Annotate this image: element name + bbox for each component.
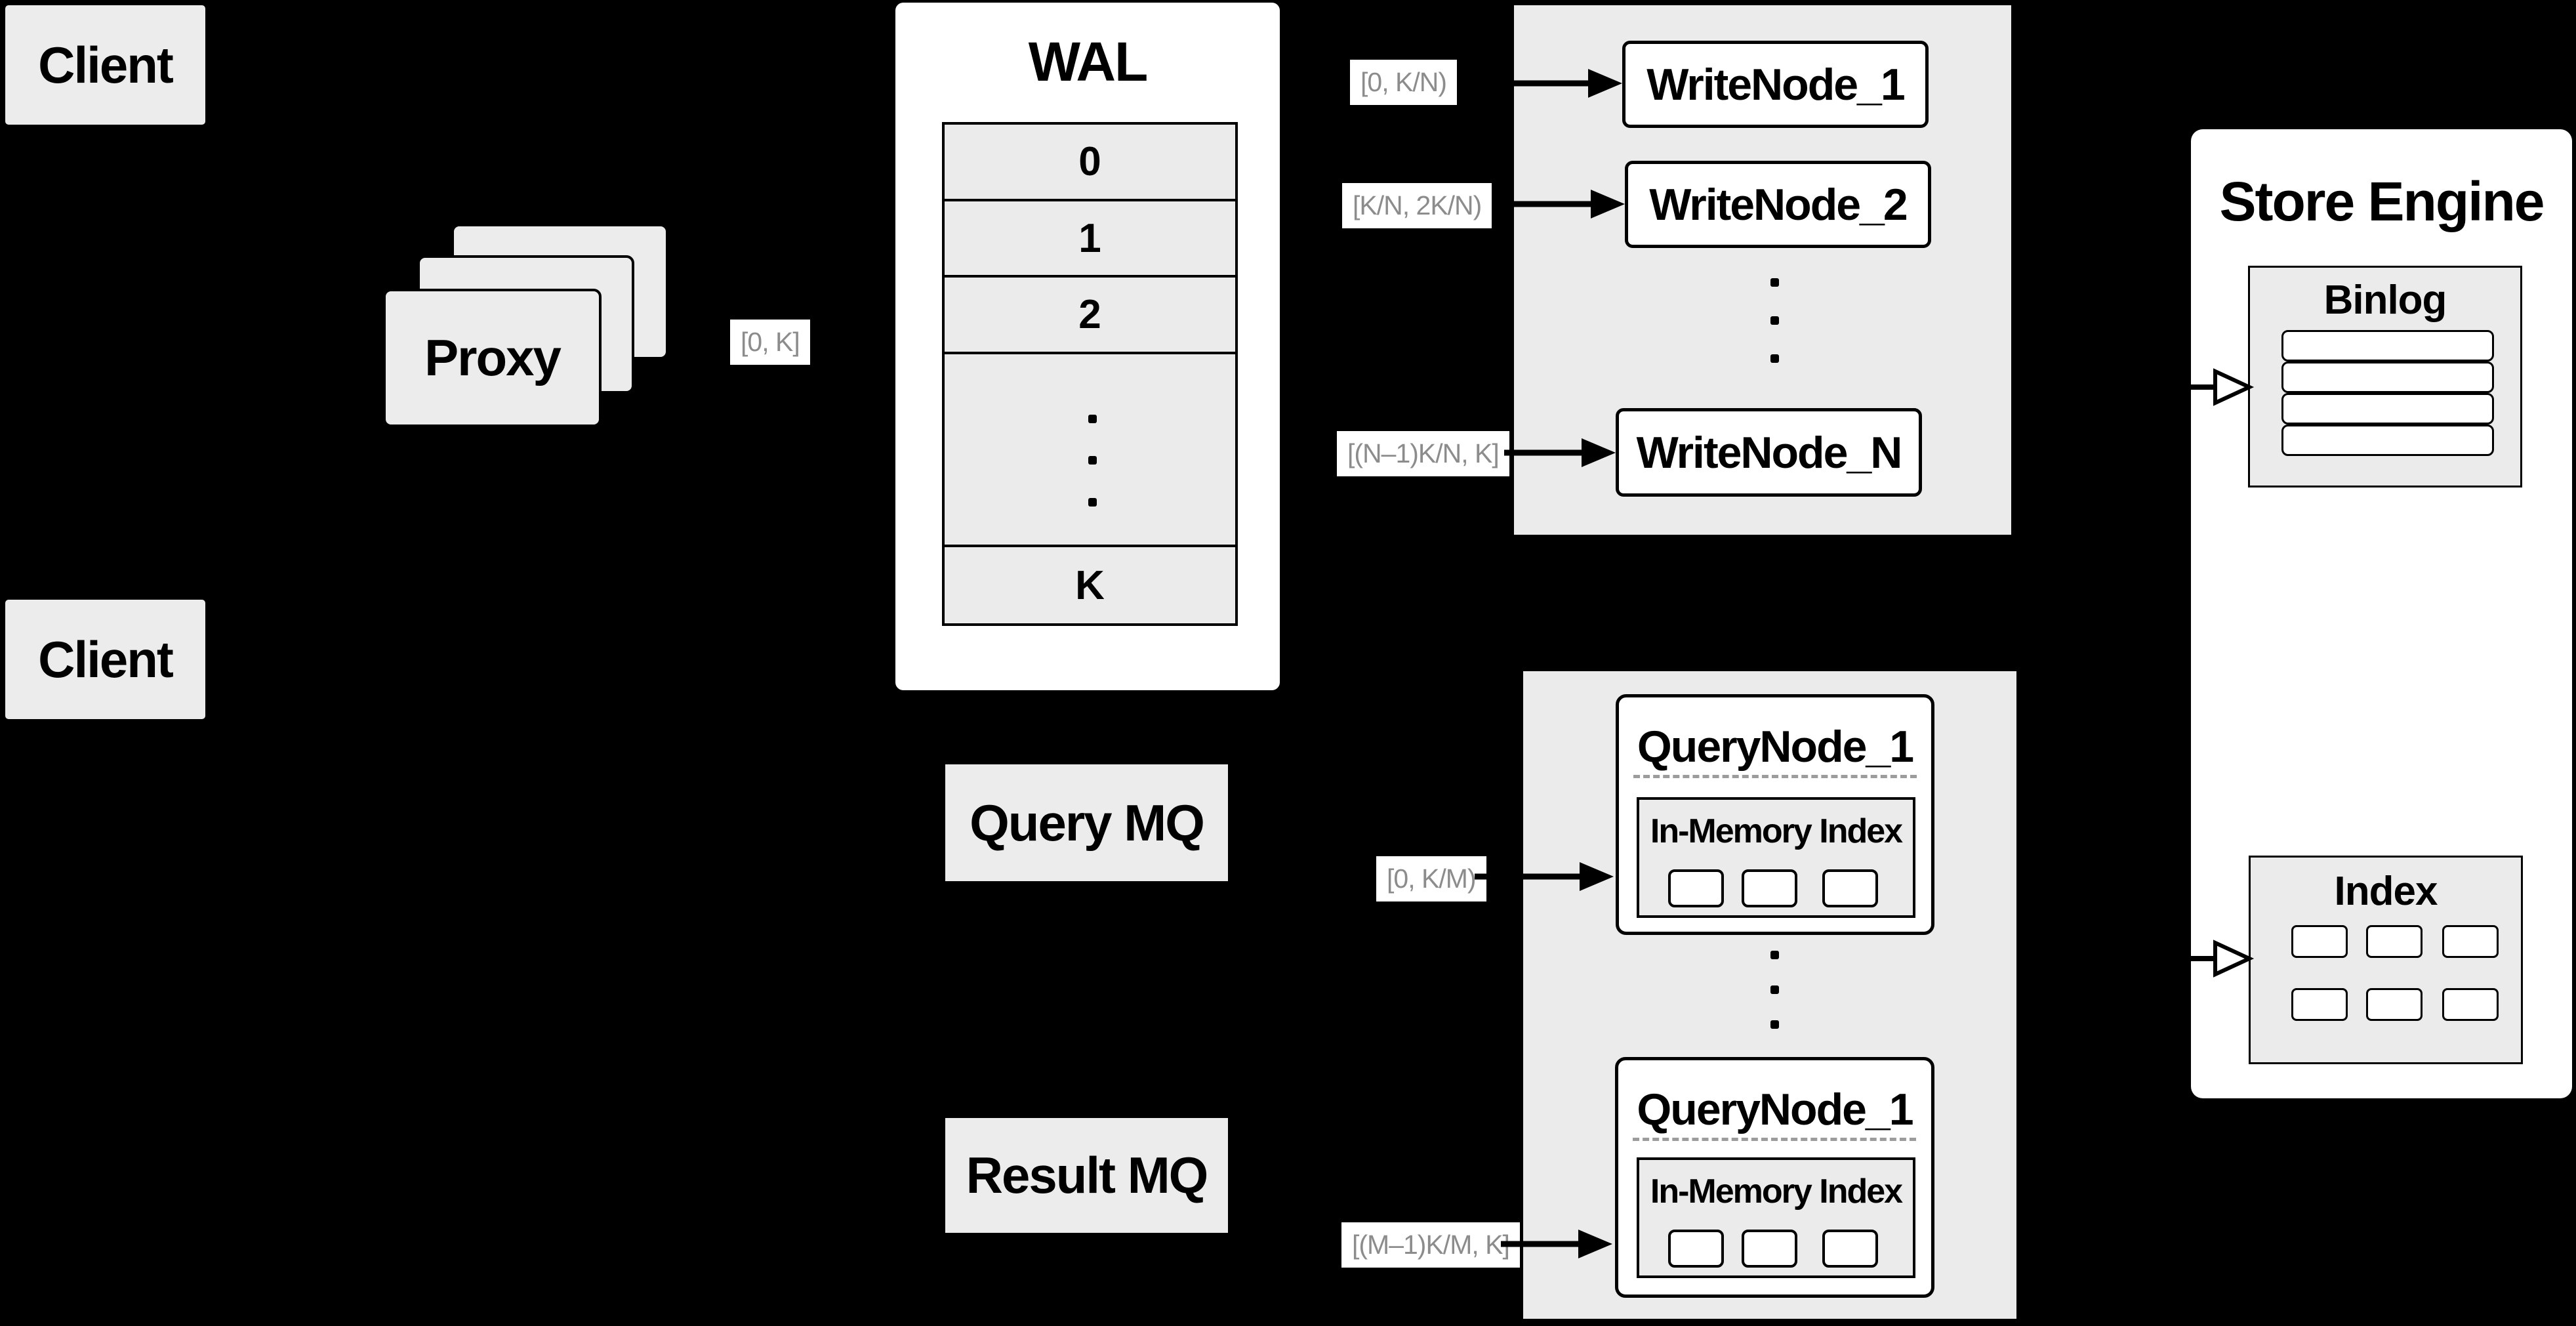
result-mq-label: Result MQ xyxy=(966,1146,1209,1204)
wal-row-k: K xyxy=(945,545,1235,623)
query-mq-node: Query MQ xyxy=(945,764,1228,881)
in-memory-index-2-title: In-Memory Index xyxy=(1650,1172,1903,1211)
client-node-bottom: Client xyxy=(5,600,205,719)
binlog-row xyxy=(2281,362,2494,393)
dashed-separator xyxy=(1633,775,1917,778)
wal-table: 0 1 2 K xyxy=(942,122,1238,626)
range-label-proxy-out: [0, K] xyxy=(730,320,810,365)
range-label-write-2: [K/N, 2K/N) xyxy=(1342,183,1492,229)
in-memory-index-1-title: In-Memory Index xyxy=(1650,812,1903,850)
index-cell xyxy=(2366,925,2423,958)
ellipsis-dot xyxy=(1770,354,1779,363)
in-memory-index-1: In-Memory Index xyxy=(1637,797,1915,918)
segment-slot xyxy=(1742,869,1797,907)
write-node-2: WriteNode_2 xyxy=(1625,161,1931,248)
range-label-query-m: [(M–1)K/M, K] xyxy=(1341,1222,1520,1268)
proxy-node: Proxy xyxy=(383,289,602,427)
query-mq-label: Query MQ xyxy=(970,793,1205,852)
ellipsis-dot xyxy=(1088,415,1097,423)
ellipsis-dot xyxy=(1088,498,1097,507)
write-node-1: WriteNode_1 xyxy=(1622,41,1929,128)
ellipsis-dot xyxy=(1770,951,1779,959)
index-title: Index xyxy=(2334,869,2438,914)
write-node-n-label: WriteNode_N xyxy=(1636,427,1903,478)
index-cell xyxy=(2291,988,2348,1021)
segment-slot xyxy=(1668,869,1724,907)
client-bottom-label: Client xyxy=(38,630,174,688)
store-engine-title: Store Engine xyxy=(2219,171,2545,232)
index-cell xyxy=(2442,988,2499,1021)
store-engine-box: Store Engine Binlog Index xyxy=(2191,129,2572,1098)
wal-row-1: 1 xyxy=(945,199,1235,275)
index-box: Index xyxy=(2249,856,2523,1064)
write-node-2-label: WriteNode_2 xyxy=(1649,179,1908,230)
wal-row-0: 0 xyxy=(1078,139,1101,184)
write-node-1-label: WriteNode_1 xyxy=(1646,59,1905,110)
proxy-label: Proxy xyxy=(424,329,562,386)
index-cell xyxy=(2442,925,2499,958)
ellipsis-dot xyxy=(1088,456,1097,465)
segment-slot xyxy=(1822,869,1878,907)
range-label-write-1: [0, K/N) xyxy=(1350,60,1457,106)
segment-slot xyxy=(1668,1230,1724,1268)
dashed-separator xyxy=(1633,1138,1916,1141)
binlog-row xyxy=(2281,425,2494,456)
index-cell xyxy=(2366,988,2423,1021)
ellipsis-dot xyxy=(1770,316,1779,325)
write-node-n: WriteNode_N xyxy=(1616,408,1922,497)
segment-slot xyxy=(1742,1230,1797,1268)
client-node-top: Client xyxy=(5,5,205,125)
result-mq-node: Result MQ xyxy=(945,1118,1228,1233)
client-top-label: Client xyxy=(38,35,174,94)
index-cell xyxy=(2291,925,2348,958)
wal-row-ellipsis xyxy=(945,352,1235,545)
range-label-write-n: [(N–1)K/N, K] xyxy=(1337,431,1509,477)
binlog-row xyxy=(2281,393,2494,425)
segment-slot xyxy=(1822,1230,1878,1268)
ellipsis-dot xyxy=(1770,985,1779,994)
range-label-query-1: [0, K/M) xyxy=(1376,856,1486,902)
query-node-1-title: QueryNode_1 xyxy=(1637,722,1914,772)
binlog-row xyxy=(2281,330,2494,362)
binlog-title: Binlog xyxy=(2323,278,2447,323)
query-node-2-title: QueryNode_1 xyxy=(1637,1085,1913,1134)
query-node-1: QueryNode_1 In-Memory Index xyxy=(1616,694,1934,935)
in-memory-index-2: In-Memory Index xyxy=(1637,1157,1915,1278)
ellipsis-dot xyxy=(1770,1020,1779,1029)
wal-row-2: 2 xyxy=(945,275,1235,352)
wal-box: WAL 0 1 2 K xyxy=(895,3,1280,690)
query-node-2: QueryNode_1 In-Memory Index xyxy=(1615,1057,1934,1298)
binlog-box: Binlog xyxy=(2248,266,2522,487)
ellipsis-dot xyxy=(1770,278,1779,287)
wal-title: WAL xyxy=(1028,31,1149,93)
